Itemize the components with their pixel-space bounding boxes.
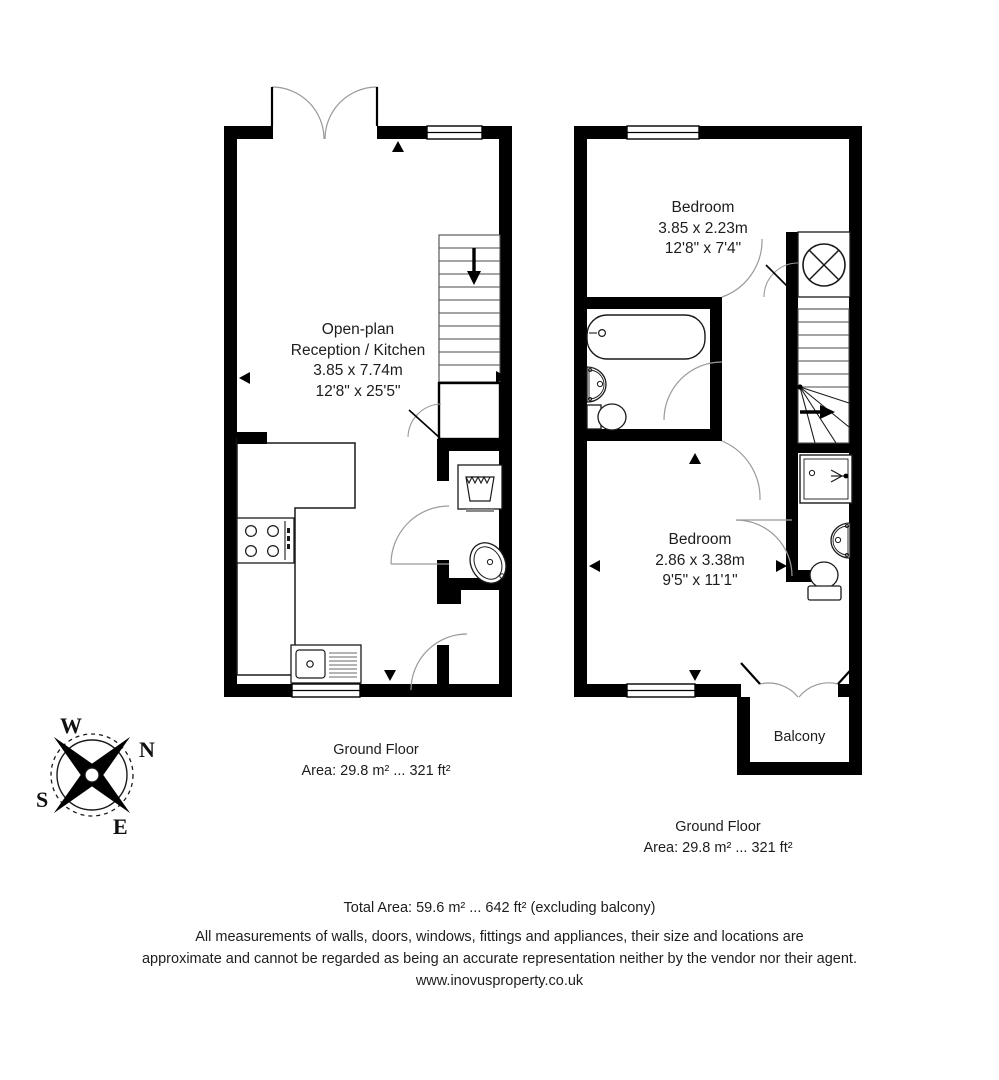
stair-down-arrow-icon bbox=[467, 248, 481, 285]
bedroom1-dimensions-imperial: 12'8" x 7'4" bbox=[664, 240, 742, 258]
compass-label-north: N bbox=[139, 737, 155, 762]
bedroom1-name: Bedroom bbox=[671, 199, 735, 216]
disclaimer-line-1: All measurements of walls, doors, window… bbox=[195, 929, 804, 945]
bedroom1-door bbox=[721, 238, 763, 298]
compass-label-east: E bbox=[113, 814, 128, 839]
window-left-plan-bottom bbox=[291, 683, 361, 698]
bedroom2-door bbox=[721, 440, 761, 501]
direction-marker-left-bedroom2 bbox=[589, 560, 600, 572]
room-label-open-plan-reception-kitchen: Open-plan Reception / Kitchen 3.85 x 7.7… bbox=[258, 320, 458, 402]
disclaimer-line-2: approximate and cannot be regarded as be… bbox=[141, 951, 857, 967]
compass-label-west: W bbox=[60, 713, 82, 738]
direction-marker-left-reception bbox=[239, 372, 250, 384]
ensuite-basin-icon bbox=[830, 522, 851, 559]
direction-marker-right-left-stair bbox=[496, 371, 507, 383]
room-dimensions-metric: 3.85 x 7.74m bbox=[313, 362, 403, 380]
bath-icon bbox=[586, 314, 706, 360]
right-plan-area: Area: 29.8 m² ... 321 ft² bbox=[643, 840, 793, 857]
left-plan-area: Area: 29.8 m² ... 321 ft² bbox=[301, 763, 451, 780]
direction-marker-up-bathroom bbox=[689, 453, 701, 464]
direction-marker-down-left-bottom bbox=[384, 670, 396, 681]
room-name-line1: Open-plan bbox=[321, 321, 395, 338]
room-name-line2: Reception / Kitchen bbox=[290, 341, 426, 359]
bedroom2-dimensions-metric: 2.86 x 3.38m bbox=[655, 551, 745, 569]
total-area-label: Total Area: 59.6 m² ... 642 ft² (excludi… bbox=[343, 900, 656, 916]
direction-marker-down-bedroom2 bbox=[689, 670, 701, 681]
bedroom2-name: Bedroom bbox=[668, 531, 732, 548]
ensuite-wc-icon bbox=[807, 561, 842, 601]
bathroom-basin-icon bbox=[586, 366, 607, 403]
left-floor-plan-group bbox=[224, 86, 512, 698]
bedroom1-dimensions-metric: 3.85 x 2.23m bbox=[658, 219, 748, 237]
balcony-double-doors bbox=[740, 662, 858, 698]
left-plan-internal-walls bbox=[437, 439, 512, 697]
window-right-plan-bottom bbox=[626, 683, 696, 698]
shower-icon bbox=[799, 454, 853, 504]
right-plan-floor-name: Ground Floor bbox=[675, 819, 761, 835]
rear-door bbox=[410, 633, 468, 691]
direction-marker-right-bedroom2 bbox=[776, 560, 787, 572]
right-floor-plan-group bbox=[574, 125, 862, 775]
direction-marker-up-left-top bbox=[392, 141, 404, 152]
cloakroom-basin-icon bbox=[469, 542, 507, 584]
compass-label-south: S bbox=[36, 787, 49, 812]
provider-website: www.inovusproperty.co.uk bbox=[415, 973, 584, 989]
understair-door bbox=[407, 403, 442, 439]
bathroom-door bbox=[663, 361, 723, 421]
cylinder-cupboard-icon bbox=[797, 231, 851, 298]
sink-icon bbox=[290, 644, 362, 684]
hob-icon bbox=[236, 517, 295, 564]
cupboard-door bbox=[763, 262, 799, 298]
kitchen-wall-nub bbox=[237, 432, 267, 444]
bedroom2-dimensions-imperial: 9'5" x 11'1" bbox=[662, 572, 738, 590]
staircase-right-plan bbox=[797, 308, 850, 444]
balcony-structure bbox=[737, 697, 862, 775]
window-left-plan-top bbox=[426, 125, 483, 140]
left-plan-floor-label: Ground Floor Area: 29.8 m² ... 321 ft² bbox=[268, 740, 484, 782]
left-plan-floor-name: Ground Floor bbox=[333, 742, 419, 758]
stair-up-arrow-icon bbox=[800, 405, 835, 419]
right-plan-floor-label: Ground Floor Area: 29.8 m² ... 321 ft² bbox=[610, 817, 826, 859]
staircase-left-plan bbox=[437, 234, 502, 441]
room-label-bedroom-2: Bedroom 2.86 x 3.38m 9'5" x 11'1" bbox=[605, 530, 795, 592]
wc-door bbox=[390, 505, 450, 565]
room-label-balcony: Balcony bbox=[773, 729, 826, 745]
room-dimensions-imperial: 12'8" x 25'5" bbox=[315, 382, 401, 400]
compass-rose bbox=[50, 733, 134, 817]
entrance-double-doors bbox=[270, 86, 379, 140]
bathroom-wc-icon bbox=[586, 403, 627, 431]
right-plan-internal-walls bbox=[574, 232, 862, 582]
washing-machine-icon bbox=[457, 464, 503, 512]
room-label-bedroom-1: Bedroom 3.85 x 2.23m 12'8" x 7'4" bbox=[608, 198, 798, 260]
window-right-plan-top bbox=[626, 125, 700, 140]
ensuite-door bbox=[735, 519, 793, 577]
